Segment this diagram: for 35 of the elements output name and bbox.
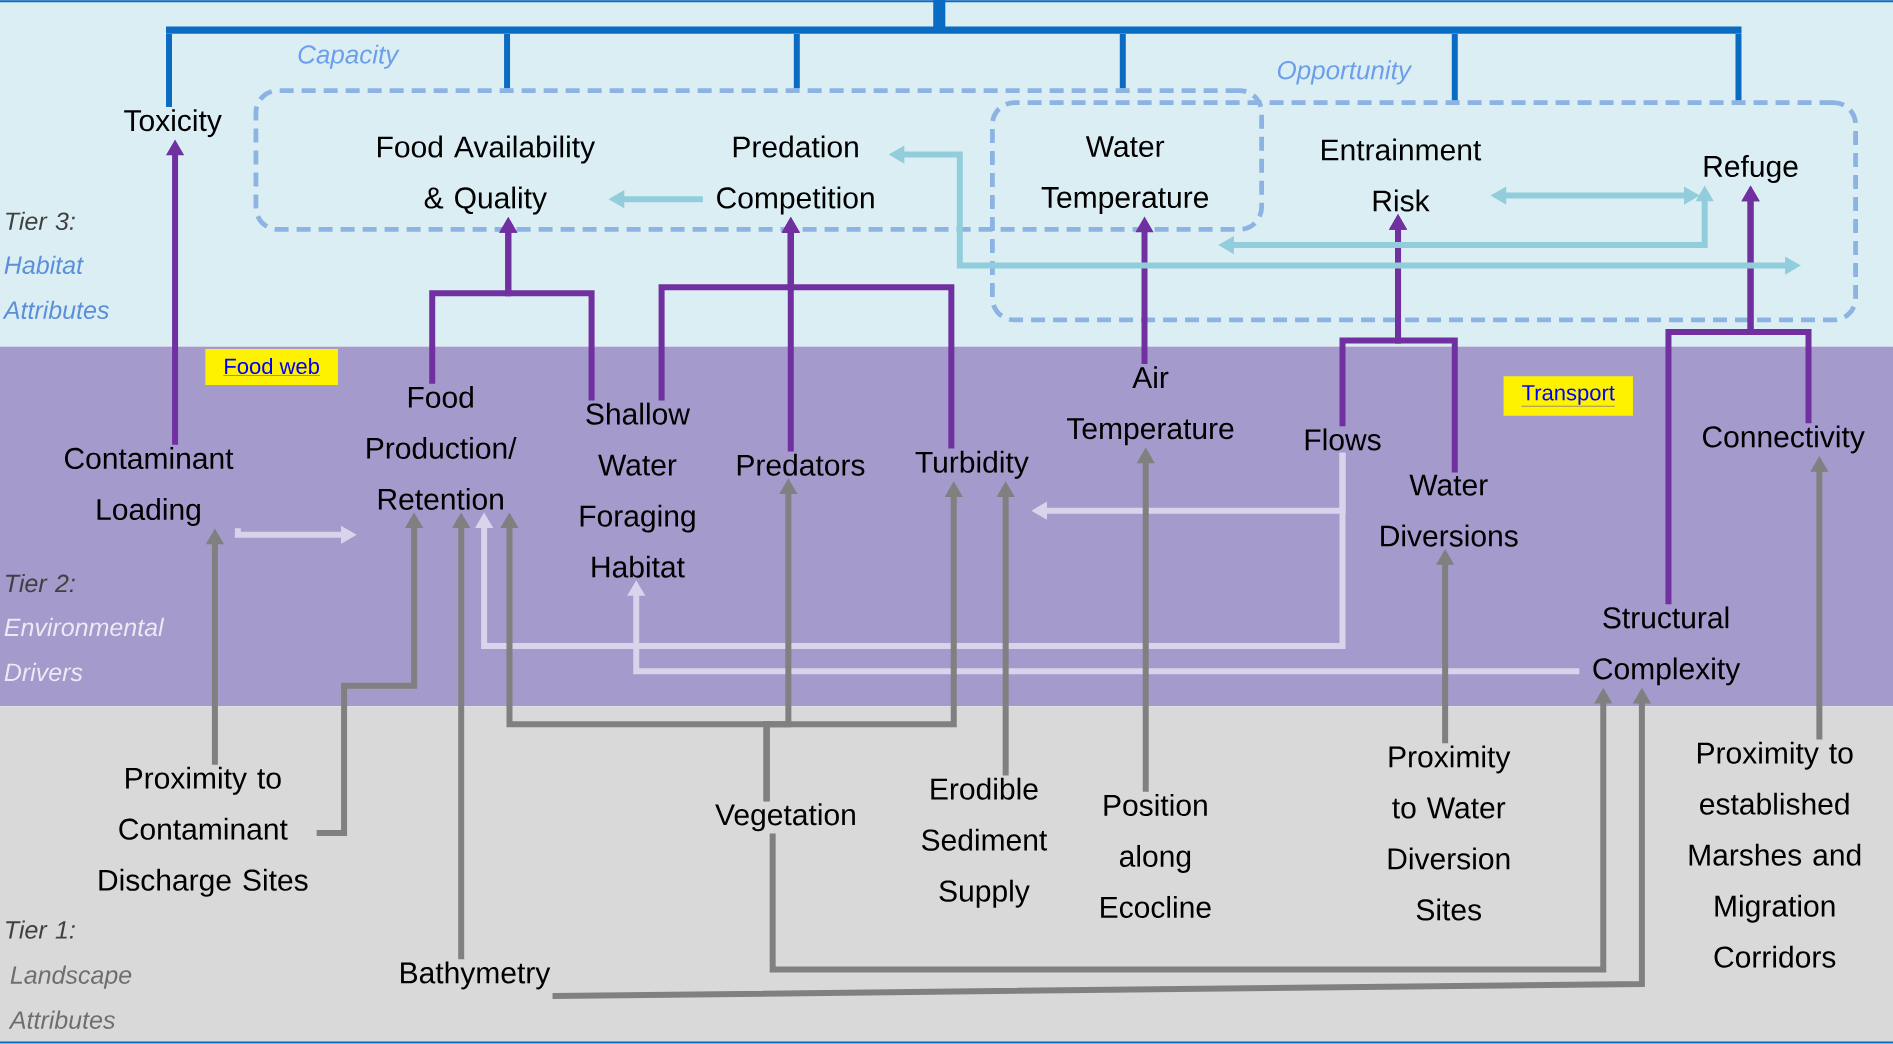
attribute-label: Structural Complexity bbox=[1593, 606, 1741, 686]
attribute-label: Predators bbox=[737, 453, 865, 476]
tier-label: Habitat Attributes bbox=[2, 255, 109, 319]
attribute-label: Predation Competition bbox=[717, 135, 874, 215]
attribute-label: Water Diversions bbox=[1381, 474, 1518, 547]
tier-label: Landscape Attributes bbox=[8, 965, 132, 1029]
attribute-label: Proximity to established Marshes and Migration Corridors bbox=[1689, 741, 1861, 968]
attribute-label: Water Temperature bbox=[1041, 136, 1209, 214]
attribute-label: Flows bbox=[1305, 428, 1381, 451]
attribute-label: Contaminant Loading bbox=[65, 446, 234, 526]
link-highlight: Transport bbox=[1503, 376, 1633, 416]
tier-label: Tier 2: bbox=[6, 573, 75, 593]
attribute-label: Vegetation bbox=[715, 803, 855, 832]
attribute-label: Toxicity bbox=[124, 109, 222, 137]
attribute-label: Air Temperature bbox=[1067, 366, 1234, 445]
tier-label: Tier 1: bbox=[6, 920, 75, 939]
node-label: Capacity bbox=[298, 44, 400, 69]
attribute-label: Position along Ecocline bbox=[1101, 793, 1211, 918]
node-label: Opportunity bbox=[1277, 60, 1413, 85]
attribute-label: Proximity to Contaminant Discharge Sites bbox=[99, 766, 308, 897]
attribute-label: Food Availability & Quality bbox=[378, 135, 596, 215]
attribute-label: Refuge bbox=[1704, 154, 1798, 183]
attribute-label: Connectivity bbox=[1703, 425, 1865, 454]
arrow bbox=[475, 452, 1346, 649]
attribute-label: Proximity to Water Diversion Sites bbox=[1388, 745, 1511, 921]
attribute-label: Entrainment Risk bbox=[1322, 138, 1482, 212]
link-highlight: Food web bbox=[205, 348, 338, 385]
tier-label: Environmental Drivers bbox=[4, 617, 165, 682]
attribute-label: Bathymetry bbox=[401, 961, 551, 990]
tier-label: Tier 3: bbox=[6, 211, 75, 230]
bracket-bar bbox=[166, 0, 1742, 34]
attribute-label: Erodible Sediment Supply bbox=[921, 777, 1048, 908]
attribute-label: Food Production/ Retention bbox=[367, 385, 517, 510]
attribute-label: Shallow Water Foraging Habitat bbox=[580, 402, 695, 578]
attribute-label: Turbidity bbox=[915, 450, 1029, 479]
